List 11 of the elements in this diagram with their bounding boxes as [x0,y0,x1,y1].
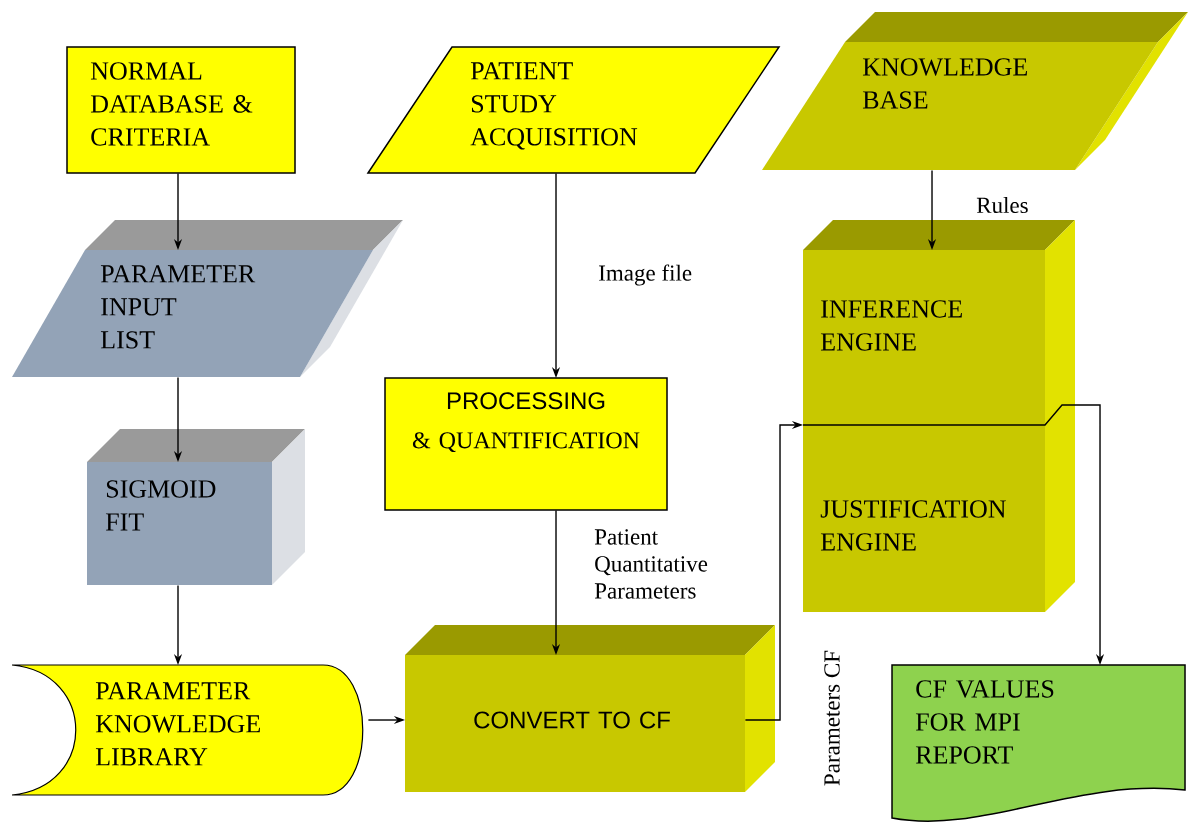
slanted-block: PARAMETER INPUT LIST [12,220,403,377]
cube-block: SIGMOID FIT [87,429,305,585]
process-box: PROCESSING & QUANTIFICATION [384,377,668,511]
cube-block: CONVERT TO CF [405,625,775,792]
edge-label: Parameters CF [823,649,841,788]
cube-block: INFERENCE ENGINE JUSTIFICATION ENGINE [803,220,1075,612]
slanted-block: KNOWLEDGE BASE [762,12,1188,170]
edge-label: Patient Quantitative Parameters [593,528,731,600]
process-box: NORMAL DATABASE & CRITERIA [66,46,296,174]
edge-label: Image file [597,263,694,287]
edge-label: Rules [975,195,1030,215]
